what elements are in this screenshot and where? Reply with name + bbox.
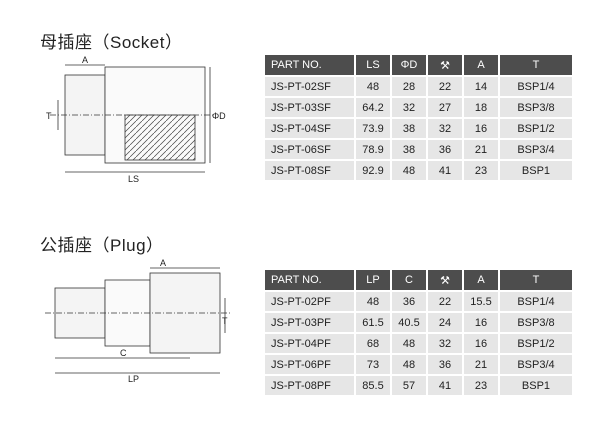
value-cell: 22	[428, 77, 462, 96]
value-cell: 24	[428, 313, 462, 332]
plug-title: 公插座（Plug）	[40, 236, 164, 255]
value-cell: 15.5	[464, 292, 498, 311]
value-cell: BSP1/4	[500, 292, 572, 311]
value-cell: 73.9	[356, 119, 390, 138]
value-cell: 48	[392, 334, 426, 353]
value-cell: 48	[356, 292, 390, 311]
value-cell: 48	[392, 161, 426, 180]
dim-d-label: ΦD	[212, 111, 226, 121]
dim-lp-label: LP	[128, 374, 139, 384]
value-cell: 36	[392, 292, 426, 311]
part-number-cell: JS-PT-06PF	[265, 355, 354, 374]
value-cell: 57	[392, 376, 426, 395]
value-cell: 16	[464, 313, 498, 332]
part-number-cell: JS-PT-06SF	[265, 140, 354, 159]
col-ls: LS	[356, 55, 390, 75]
value-cell: 48	[356, 77, 390, 96]
value-cell: 61.5	[356, 313, 390, 332]
value-cell: 16	[464, 334, 498, 353]
table-header: PART NO. LS ΦD ⚒ A T	[265, 55, 572, 75]
value-cell: BSP1/2	[500, 119, 572, 138]
part-number-cell: JS-PT-04PF	[265, 334, 354, 353]
value-cell: 38	[392, 119, 426, 138]
value-cell: 23	[464, 161, 498, 180]
part-number-cell: JS-PT-03PF	[265, 313, 354, 332]
dim-ls-label: LS	[128, 174, 139, 184]
value-cell: 85.5	[356, 376, 390, 395]
part-number-cell: JS-PT-08PF	[265, 376, 354, 395]
value-cell: 23	[464, 376, 498, 395]
value-cell: 38	[392, 140, 426, 159]
value-cell: 22	[428, 292, 462, 311]
col-t: T	[500, 55, 572, 75]
dim-t-label: T	[46, 111, 52, 121]
value-cell: 73	[356, 355, 390, 374]
value-cell: 32	[428, 334, 462, 353]
plug-drawing: A T C LP	[45, 258, 230, 384]
part-number-cell: JS-PT-02SF	[265, 77, 354, 96]
col-part-no: PART NO.	[265, 55, 354, 75]
value-cell: 40.5	[392, 313, 426, 332]
col-lp: LP	[356, 270, 390, 290]
value-cell: 18	[464, 98, 498, 117]
part-number-cell: JS-PT-03SF	[265, 98, 354, 117]
value-cell: BSP1	[500, 376, 572, 395]
value-cell: 32	[428, 119, 462, 138]
table-header: PART NO. LP C ⚒ A T	[265, 270, 572, 290]
value-cell: 21	[464, 355, 498, 374]
col-c: C	[392, 270, 426, 290]
socket-drawing: A T ΦD LS	[46, 55, 226, 184]
value-cell: 27	[428, 98, 462, 117]
value-cell: BSP1/2	[500, 334, 572, 353]
value-cell: 92.9	[356, 161, 390, 180]
socket-title: 母插座（Socket）	[40, 33, 183, 52]
value-cell: 41	[428, 376, 462, 395]
wrench-icon: ⚒	[428, 270, 462, 290]
value-cell: 14	[464, 77, 498, 96]
value-cell: 78.9	[356, 140, 390, 159]
value-cell: 21	[464, 140, 498, 159]
value-cell: BSP3/4	[500, 140, 572, 159]
value-cell: 68	[356, 334, 390, 353]
value-cell: 36	[428, 140, 462, 159]
part-number-cell: JS-PT-02PF	[265, 292, 354, 311]
value-cell: 16	[464, 119, 498, 138]
value-cell: BSP3/8	[500, 98, 572, 117]
part-number-cell: JS-PT-08SF	[265, 161, 354, 180]
dim-a-label: A	[160, 258, 166, 268]
col-t: T	[500, 270, 572, 290]
col-part-no: PART NO.	[265, 270, 354, 290]
value-cell: 28	[392, 77, 426, 96]
dim-t-label: T	[222, 316, 228, 326]
wrench-icon: ⚒	[428, 55, 462, 75]
value-cell: 36	[428, 355, 462, 374]
col-a: A	[464, 55, 498, 75]
col-d: ΦD	[392, 55, 426, 75]
value-cell: 41	[428, 161, 462, 180]
value-cell: 48	[392, 355, 426, 374]
value-cell: BSP3/8	[500, 313, 572, 332]
col-a: A	[464, 270, 498, 290]
value-cell: 64.2	[356, 98, 390, 117]
dim-c-label: C	[120, 348, 127, 358]
dim-a-label: A	[82, 55, 88, 65]
part-number-cell: JS-PT-04SF	[265, 119, 354, 138]
value-cell: 32	[392, 98, 426, 117]
value-cell: BSP1/4	[500, 77, 572, 96]
value-cell: BSP3/4	[500, 355, 572, 374]
value-cell: BSP1	[500, 161, 572, 180]
